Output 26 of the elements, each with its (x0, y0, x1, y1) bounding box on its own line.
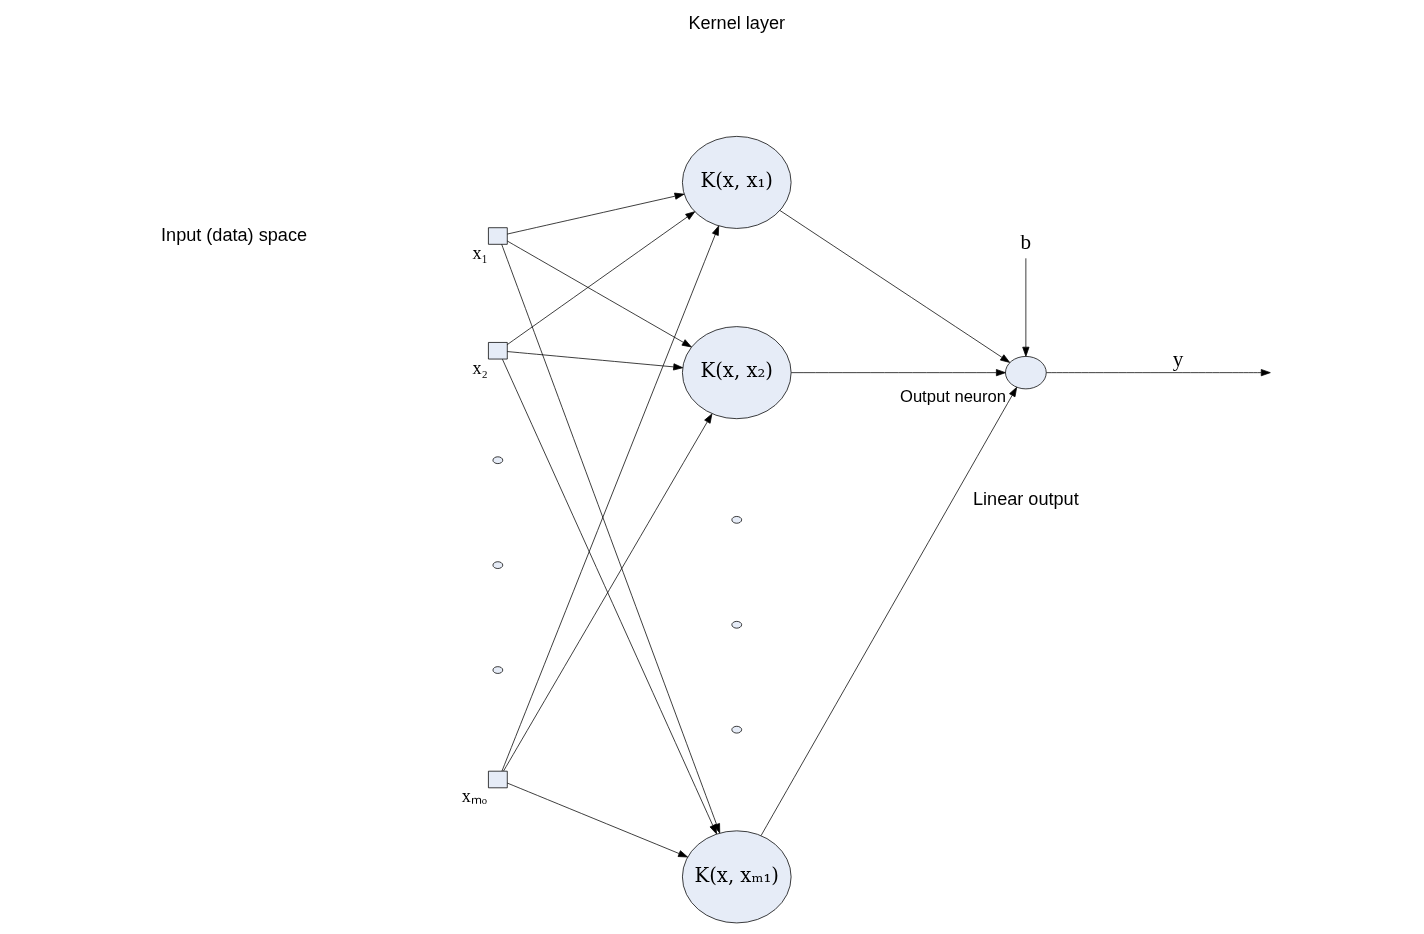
arrow (506, 782, 688, 858)
arrow (506, 240, 692, 348)
arrow (502, 413, 712, 772)
arrow (760, 387, 1017, 836)
node-label: xₘₒ (461, 786, 487, 807)
node-ellipse: K(x, xₘ₁) (681, 830, 791, 924)
node-circle (1004, 356, 1047, 390)
node-label: x₂ (471, 357, 488, 378)
arrow (1045, 369, 1271, 377)
node-box (487, 227, 508, 245)
label: Linear output (972, 488, 1079, 509)
arrow (506, 351, 683, 371)
node-box (487, 770, 508, 789)
label: Input (data) space (160, 224, 307, 245)
edge-label: y (1172, 347, 1183, 372)
node-label: x₁ (471, 242, 488, 263)
arrow (1021, 257, 1029, 357)
arrow (501, 358, 717, 835)
arrow (779, 210, 1010, 363)
arrow (790, 369, 1006, 377)
node-box (487, 342, 508, 360)
node-text: b (1020, 229, 1031, 254)
arrow (506, 192, 684, 235)
node-label: Output neuron (899, 387, 1006, 407)
label: Kernel layer (687, 13, 785, 34)
arrow (506, 211, 695, 345)
